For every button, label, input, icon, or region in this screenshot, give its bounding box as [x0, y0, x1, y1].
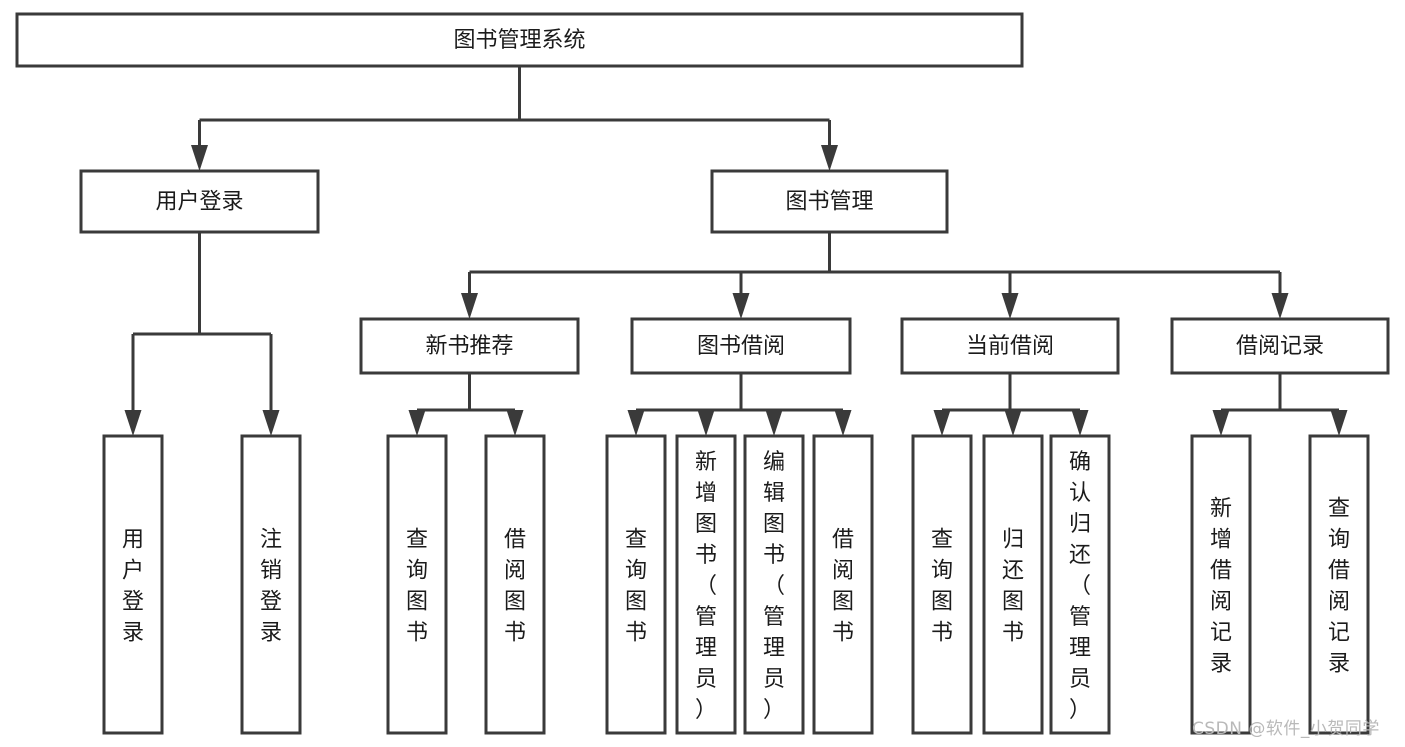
- node-box: [675, 434, 737, 735]
- node-new-book-rec[interactable]: 新书推荐: [359, 317, 580, 375]
- node-box: [1049, 434, 1111, 735]
- node-box: [386, 434, 448, 735]
- node-label: 注销登录: [260, 528, 282, 646]
- node-box: [982, 434, 1044, 735]
- connector-user_login: [124, 232, 280, 436]
- node-leaf-rec-borrow[interactable]: 借阅图书: [484, 434, 546, 735]
- node-label: 新增借阅记录: [1210, 497, 1232, 677]
- node-leaf-rec-query[interactable]: 查询图书: [386, 434, 448, 735]
- node-box: [1308, 434, 1370, 735]
- node-leaf-bb-borrow[interactable]: 借阅图书: [812, 434, 874, 735]
- node-borrow-record[interactable]: 借阅记录: [1170, 317, 1390, 375]
- node-label: 当前借阅: [966, 334, 1054, 359]
- node-leaf-user-login[interactable]: 用户登录: [102, 434, 164, 735]
- node-box: [630, 317, 852, 375]
- node-box: [605, 434, 667, 735]
- node-label: 归还图书: [1002, 528, 1024, 646]
- node-user-login[interactable]: 用户登录: [79, 169, 320, 234]
- connector-book_manage: [461, 232, 1289, 319]
- node-label: 查询借阅记录: [1328, 497, 1350, 677]
- node-leaf-cb-query[interactable]: 查询图书: [911, 434, 973, 735]
- connector-root: [191, 66, 838, 171]
- node-leaf-cb-confirm[interactable]: 确认归还（管理员）: [1049, 434, 1111, 735]
- connector-layer: [124, 66, 1348, 436]
- node-label: 借阅图书: [504, 528, 526, 646]
- node-box: [484, 434, 546, 735]
- node-leaf-bb-query[interactable]: 查询图书: [605, 434, 667, 735]
- node-label: 图书管理: [785, 190, 873, 215]
- node-label: 图书借阅: [697, 334, 785, 359]
- node-book-manage[interactable]: 图书管理: [710, 169, 949, 234]
- node-label: 编辑图书（管理员）: [763, 450, 785, 723]
- node-box: [102, 434, 164, 735]
- node-box: [15, 12, 1024, 68]
- node-label: 确认归还（管理员）: [1069, 450, 1091, 723]
- node-label: 借阅记录: [1236, 334, 1324, 359]
- node-label: 图书管理系统: [453, 28, 585, 53]
- node-box: [359, 317, 580, 375]
- node-label: 查询图书: [931, 528, 953, 646]
- node-label: 查询图书: [406, 528, 428, 646]
- node-label: 新增图书（管理员）: [695, 450, 717, 723]
- node-leaf-br-add[interactable]: 新增借阅记录: [1190, 434, 1252, 735]
- connector-borrow_record: [1212, 373, 1348, 436]
- node-label: 查询图书: [625, 528, 647, 646]
- node-box: [1170, 317, 1390, 375]
- node-root[interactable]: 图书管理系统: [15, 12, 1024, 68]
- node-leaf-bb-add[interactable]: 新增图书（管理员）: [675, 434, 737, 735]
- node-label: 用户登录: [155, 190, 243, 215]
- node-leaf-bb-edit[interactable]: 编辑图书（管理员）: [743, 434, 805, 735]
- node-label: 借阅图书: [832, 528, 854, 646]
- node-label: 用户登录: [122, 528, 144, 646]
- node-box: [79, 169, 320, 234]
- node-box: [240, 434, 302, 735]
- node-box: [710, 169, 949, 234]
- node-leaf-user-logout[interactable]: 注销登录: [240, 434, 302, 735]
- node-leaf-cb-return[interactable]: 归还图书: [982, 434, 1044, 735]
- node-box: [911, 434, 973, 735]
- node-box: [900, 317, 1120, 375]
- connector-book_borrow: [627, 373, 852, 436]
- node-layer: 图书管理系统用户登录图书管理新书推荐图书借阅当前借阅借阅记录用户登录注销登录查询…: [15, 12, 1390, 735]
- node-label: 新书推荐: [425, 334, 513, 359]
- node-book-borrow[interactable]: 图书借阅: [630, 317, 852, 375]
- connector-current_borrow: [933, 373, 1089, 436]
- node-current-borrow[interactable]: 当前借阅: [900, 317, 1120, 375]
- node-box: [812, 434, 874, 735]
- node-leaf-br-query[interactable]: 查询借阅记录: [1308, 434, 1370, 735]
- connector-new_book_rec: [408, 373, 524, 436]
- node-box: [1190, 434, 1252, 735]
- node-box: [743, 434, 805, 735]
